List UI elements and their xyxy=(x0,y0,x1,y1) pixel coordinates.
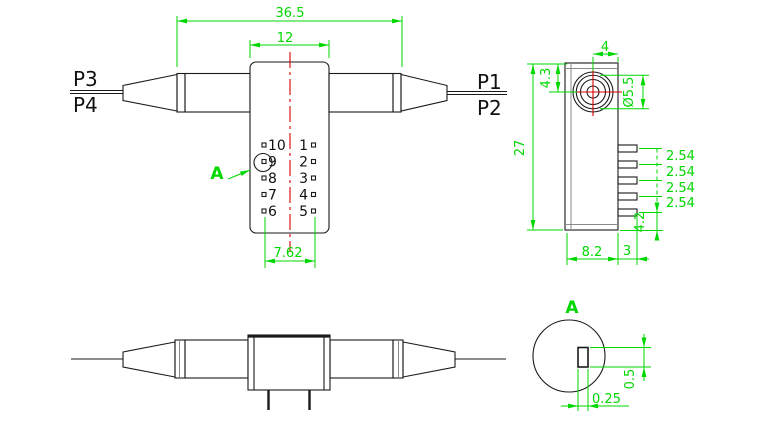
pin-number: 7 xyxy=(268,188,277,204)
dimension-text: 2.54 xyxy=(666,149,695,164)
taper-left xyxy=(122,73,178,112)
dim-overall-length: 36.5 xyxy=(176,6,403,67)
pin-pad xyxy=(310,175,317,181)
pin-number: 8 xyxy=(268,171,277,187)
dim-depth-and-pin-length: 8.2 3 xyxy=(566,215,649,265)
dimension-text: Ø5.5 xyxy=(622,77,637,108)
pin-pad xyxy=(261,208,267,214)
dimension-text: 7.62 xyxy=(274,246,303,261)
side-pin xyxy=(617,192,638,201)
side-view: 4 4.3 Ø5.5 27 2.54 2.54 xyxy=(513,40,695,265)
pin-column-right: 1 2 3 4 5 xyxy=(299,138,317,220)
pin-number: 3 xyxy=(299,171,308,187)
port-label-p1: P1 xyxy=(477,70,502,94)
barrel-left xyxy=(184,72,251,113)
front-view: P3 P4 P1 P2 10 9 8 7 6 1 2 3 4 5 xyxy=(70,6,507,268)
pin-number: 10 xyxy=(268,138,286,154)
dimension-text: 12 xyxy=(277,31,294,46)
cap-left xyxy=(176,72,186,113)
dim-body-width: 12 xyxy=(249,31,330,58)
pin-pad xyxy=(310,142,317,148)
pin-number: 4 xyxy=(299,188,308,204)
pin-cross-section xyxy=(577,346,589,368)
dim-center-to-edge: 4 xyxy=(592,40,619,71)
detail-view-a: A 0.5 0.25 xyxy=(532,298,651,411)
side-pin xyxy=(617,160,638,169)
dimension-text: 3 xyxy=(623,244,631,259)
dim-top-to-center: 4.3 xyxy=(527,63,577,93)
pin-number: 6 xyxy=(268,204,277,220)
switch-body-bottom xyxy=(247,334,331,391)
detail-view-label: A xyxy=(565,298,579,318)
dimension-text: 2.54 xyxy=(666,196,695,211)
leader-line xyxy=(227,169,251,180)
barrel-right xyxy=(328,72,394,113)
pin-pad xyxy=(310,158,317,165)
port-label-p2: P2 xyxy=(477,96,502,120)
dim-pin-width: 0.25 xyxy=(561,369,629,411)
dimension-text: 2.54 xyxy=(666,181,695,196)
taper-right xyxy=(400,73,448,112)
pin-pad xyxy=(261,142,267,148)
dimension-text: 8.2 xyxy=(582,245,603,260)
dimension-text: 4.2 xyxy=(633,212,648,233)
dimension-text: 27 xyxy=(513,140,528,157)
pin-number: 1 xyxy=(299,138,308,154)
pin-pad xyxy=(261,158,267,165)
pin-pad xyxy=(261,175,267,181)
side-pin xyxy=(617,176,638,185)
cap-right xyxy=(392,72,402,113)
dimension-text: 4 xyxy=(601,40,609,55)
dimension-text: 0.5 xyxy=(623,369,638,390)
port-labels: P3 P4 P1 P2 xyxy=(73,67,502,120)
dim-overall-height: 27 xyxy=(513,64,563,231)
pin-pad xyxy=(261,191,267,198)
dim-pin-pitch-group: 2.54 2.54 2.54 2.54 xyxy=(639,148,695,213)
dimension-text: 2.54 xyxy=(666,165,695,180)
dimension-text: 0.25 xyxy=(592,392,621,407)
side-pin xyxy=(617,208,638,217)
pin-pad xyxy=(310,191,317,198)
detail-circle xyxy=(253,152,273,173)
pin-number: 5 xyxy=(299,204,308,220)
dimension-text: 4.3 xyxy=(539,68,554,89)
dimension-text: 36.5 xyxy=(276,6,305,21)
port-label-p4: P4 xyxy=(73,93,98,117)
detail-callout-label: A xyxy=(210,164,224,184)
barrel-left xyxy=(184,339,249,379)
dim-pin-height: 0.5 xyxy=(590,334,651,389)
taper-right xyxy=(402,341,456,378)
barrel-right xyxy=(329,339,394,379)
bottom-view xyxy=(71,334,506,410)
dim-pin-row-span: 7.62 xyxy=(264,217,316,268)
side-pin xyxy=(617,144,638,153)
detail-a-callout: A xyxy=(210,152,273,184)
pin-number: 2 xyxy=(299,155,308,171)
taper-left xyxy=(122,341,176,378)
side-view-outline xyxy=(564,62,638,231)
detail-boundary-circle xyxy=(532,319,606,393)
port-label-p3: P3 xyxy=(73,67,98,91)
front-view-outline xyxy=(70,52,507,252)
dim-boss-diameter: Ø5.5 xyxy=(600,74,649,110)
pin-pad xyxy=(310,208,317,214)
